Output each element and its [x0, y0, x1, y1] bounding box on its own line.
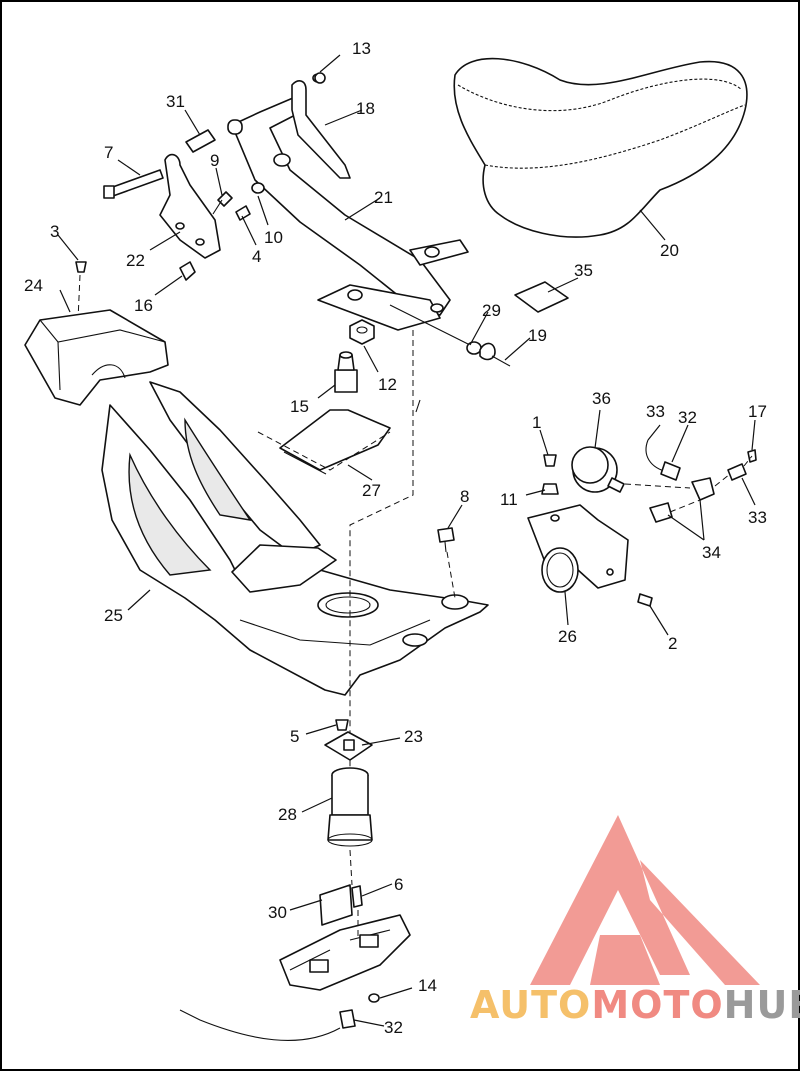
- part-gauge-37: [571, 446, 625, 493]
- part-bolt-7: [103, 169, 164, 199]
- callout-23: 23: [404, 727, 423, 746]
- part-bumper-15: [334, 351, 358, 393]
- cable-route-dash: [349, 330, 414, 840]
- callout-25: 25: [104, 606, 123, 625]
- part-fitting-32-top: [660, 461, 681, 481]
- callout-32-bottom: 32: [384, 1018, 403, 1037]
- leader-dash-3: [77, 274, 81, 321]
- part-screw-1: [543, 454, 557, 467]
- callout-4: 4: [252, 247, 261, 266]
- callout-33: 33: [646, 402, 665, 421]
- callout-8: 8: [460, 487, 469, 506]
- part-nut-14: [368, 993, 380, 1003]
- part-nut-11: [541, 483, 559, 495]
- part-washer-10: [251, 182, 265, 194]
- leader-lines: [57, 54, 756, 1027]
- callout-20: 20: [660, 241, 679, 260]
- part-screw-9: [212, 191, 233, 215]
- watermark-text-auto: AUTO: [470, 983, 591, 1027]
- part-bracket-23: [324, 731, 373, 761]
- callout-17: 17: [748, 402, 767, 421]
- leader-dash-27: [257, 431, 391, 471]
- callout-3: 3: [50, 222, 59, 241]
- callout-35: 34: [702, 543, 721, 562]
- part-fitting-35: [649, 477, 715, 523]
- callout-28: 28: [278, 805, 297, 824]
- callout-13: 13: [352, 39, 371, 58]
- callout-31: 31: [166, 92, 185, 111]
- watermark-text-hub: HUB: [724, 983, 800, 1027]
- part-screw-3: [75, 261, 87, 273]
- callout-16: 16: [134, 296, 153, 315]
- watermark-text-moto: MOTO: [591, 983, 723, 1027]
- part-nut-13: [314, 72, 326, 84]
- callout-6: 6: [394, 875, 403, 894]
- callout-34: 33: [748, 508, 767, 527]
- callout-2: 2: [668, 634, 677, 653]
- part-bracket-21: [227, 94, 469, 331]
- callout-21: 21: [374, 188, 393, 207]
- watermark-text: AUTOMOTOHUB: [470, 983, 800, 1027]
- callout-labels: 13 31 7 9 18 10 21 3 22 4 20 24 16 35 29…: [24, 39, 767, 1037]
- callout-29: 29: [482, 301, 501, 320]
- part-nut-12: [349, 319, 375, 345]
- part-seat: [453, 57, 748, 238]
- cable-end-mark: [415, 399, 421, 413]
- part-screw-5: [335, 719, 349, 731]
- part-fitting-32-bottom: [179, 1009, 356, 1041]
- part-bolt-6: [351, 885, 363, 908]
- callout-9: 9: [210, 151, 219, 170]
- part-cover-24: [24, 309, 169, 406]
- part-bracket-22: [159, 153, 221, 259]
- callout-32-top: 32: [678, 408, 697, 427]
- part-fitting-34: [727, 463, 747, 481]
- callout-18: 18: [356, 99, 375, 118]
- part-spacer-31: [185, 129, 216, 153]
- part-mount-28: [327, 767, 373, 847]
- callout-7: 7: [104, 143, 113, 162]
- part-bracket-26: [527, 504, 629, 593]
- callout-12: 12: [378, 375, 397, 394]
- callout-22: 22: [126, 251, 145, 270]
- callout-36: 35: [574, 261, 593, 280]
- watermark-triangle-icon: [530, 815, 760, 985]
- callout-10: 10: [264, 228, 283, 247]
- part-bracket-30: [279, 884, 411, 991]
- part-screw-4: [235, 205, 251, 221]
- callout-19: 19: [528, 326, 547, 345]
- watermark-logo: [530, 815, 760, 985]
- part-screw-8: [437, 527, 455, 553]
- part-bracket-18: [291, 73, 351, 179]
- callout-27: 27: [362, 481, 381, 500]
- callout-15: 15: [290, 397, 309, 416]
- callout-5: 5: [290, 727, 299, 746]
- part-fastener-16: [179, 261, 196, 281]
- callout-24: 24: [24, 276, 43, 295]
- callout-30: 30: [268, 903, 287, 922]
- callout-14: 14: [418, 976, 437, 995]
- leader-dash-8: [446, 551, 456, 599]
- part-screw-2: [637, 593, 653, 607]
- leader-dash-lower: [349, 849, 359, 940]
- leader-dash-gauge: [624, 455, 753, 513]
- part-plate-27: [279, 409, 391, 475]
- callout-11: 11: [500, 490, 518, 509]
- callout-26: 26: [558, 627, 577, 646]
- part-pin-19: [479, 342, 511, 367]
- callout-37: 36: [592, 389, 611, 408]
- part-shroud-25: [101, 381, 489, 696]
- callout-1: 1: [532, 413, 541, 432]
